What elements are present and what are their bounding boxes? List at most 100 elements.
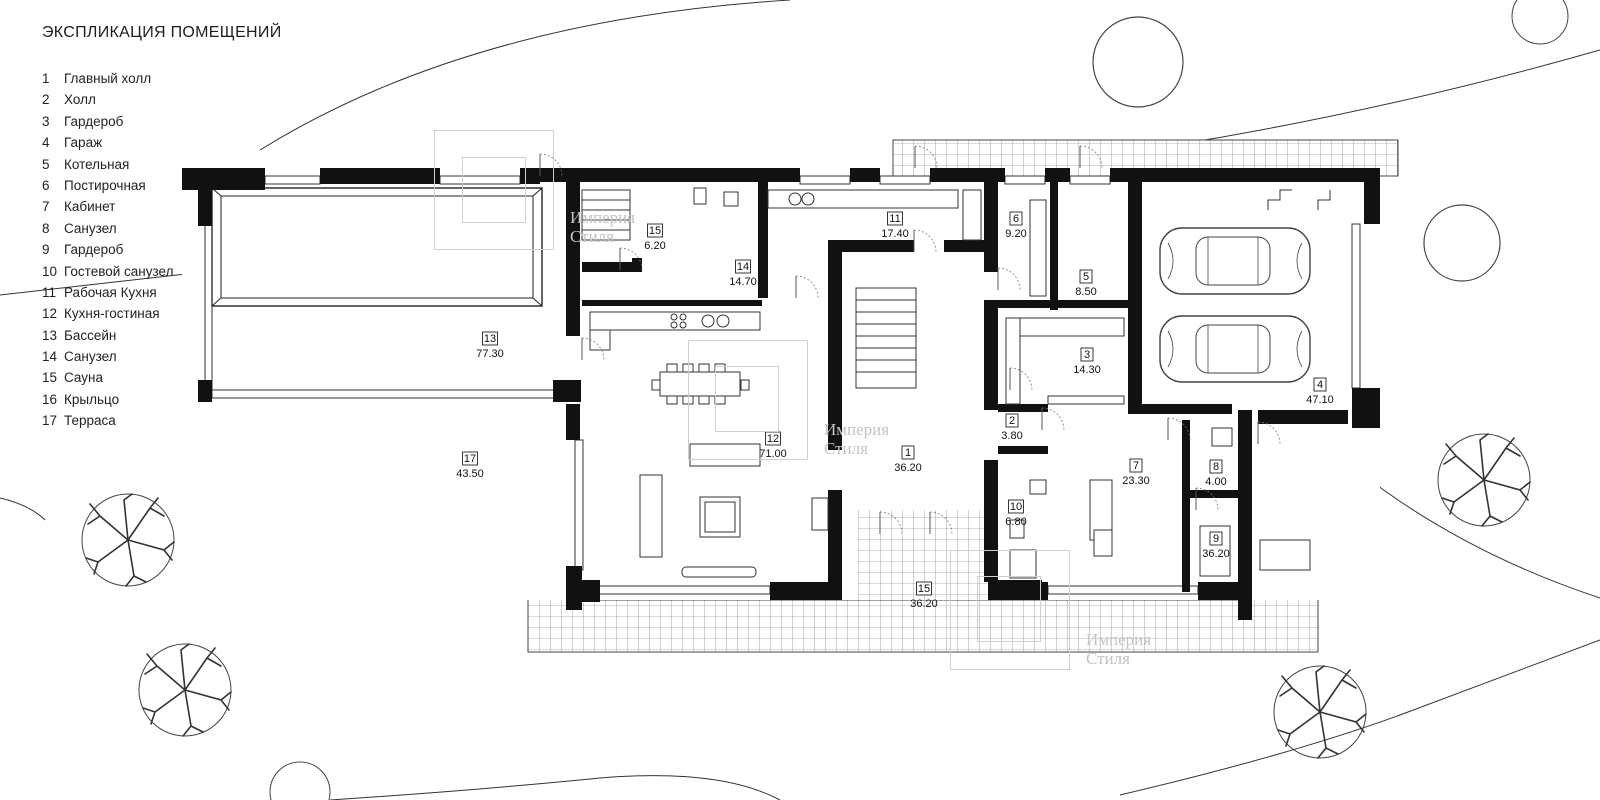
legend-item-number: 2	[42, 92, 50, 108]
room-area: 23.30	[1122, 475, 1150, 487]
room-number-box	[647, 223, 663, 238]
legend-item-name: Гардероб	[64, 242, 124, 258]
legend-item-name: Бассейн	[64, 327, 117, 343]
legend-item-name: Гостевой санузел	[64, 263, 174, 279]
legend-item: 5 Котельная	[42, 154, 282, 175]
room-number-box	[901, 445, 915, 460]
legend-item-name: Кабинет	[64, 199, 116, 215]
room-number-box	[1079, 269, 1093, 284]
room-area: 4.00	[1205, 476, 1226, 488]
legend-item-name: Санузел	[64, 349, 117, 365]
legend-item-name: Котельная	[64, 156, 130, 172]
legend-item-number: 12	[42, 306, 58, 322]
room-area: 6.20	[644, 240, 665, 252]
room-number-box	[482, 331, 498, 346]
room-number: 13	[484, 333, 496, 345]
room-area: 9.20	[1005, 228, 1026, 240]
legend-item-number: 4	[42, 135, 50, 151]
room-number-box	[1209, 531, 1223, 546]
room-area: 43.50	[456, 468, 484, 480]
tree-icon	[138, 643, 232, 737]
legend-item: 8 Санузел	[42, 218, 282, 239]
room-area: 77.30	[476, 348, 504, 360]
room-number: 7	[1133, 460, 1139, 472]
room-number: 9	[1213, 533, 1219, 545]
watermark-line: Империя	[570, 208, 636, 227]
room-area: 14.30	[1073, 364, 1101, 376]
tree-icon	[269, 761, 331, 800]
legend-item-number: 3	[42, 113, 50, 129]
room-area: 36.20	[1202, 548, 1230, 560]
room-number: 3	[1084, 349, 1090, 361]
car-icon	[1159, 227, 1311, 295]
room-number: 15	[649, 225, 661, 237]
watermark: Империя Стиля	[570, 208, 635, 246]
room-label: 58.50	[1075, 269, 1097, 298]
room-label: 156.20	[644, 223, 666, 252]
tree-icon	[81, 493, 175, 587]
watermark-frame	[434, 130, 554, 250]
room-number-box	[765, 431, 781, 446]
room-area: 36.20	[894, 462, 922, 474]
walls	[182, 168, 1380, 620]
legend-item: 3 Гардероб	[42, 111, 282, 132]
legend-item-name: Санузел	[64, 220, 117, 236]
room-number: 14	[737, 261, 749, 273]
tree-icon	[1273, 665, 1367, 759]
legend-item-name: Гардероб	[64, 113, 124, 129]
legend-item-number: 10	[42, 263, 58, 279]
tree-icon	[1092, 16, 1184, 108]
watermark-line: Стиля	[824, 439, 868, 458]
watermark-line: Стиля	[1086, 649, 1130, 668]
watermark-frame	[688, 340, 808, 460]
room-label: 136.20	[894, 445, 922, 474]
room-label: 106.80	[1005, 499, 1027, 528]
tree-icon	[1423, 204, 1501, 282]
room-number: 5	[1083, 271, 1089, 283]
legend-item-name: Сауна	[64, 370, 103, 386]
legend-item-name: Рабочая Кухня	[64, 284, 157, 300]
legend-item-number: 8	[42, 220, 50, 236]
watermark-frame	[462, 157, 526, 223]
room-area: 3.80	[1001, 430, 1022, 442]
legend-item-name: Постирочная	[64, 177, 146, 193]
legend-item: 11 Рабочая Кухня	[42, 282, 282, 303]
legend-item-name: Крыльцо	[64, 391, 120, 407]
room-number: 15	[918, 583, 930, 595]
legend-item-name: Терраса	[64, 413, 116, 429]
room-number: 10	[1010, 501, 1022, 513]
legend-item-name: Кухня-гостиная	[64, 306, 160, 322]
room-number-box	[1009, 211, 1023, 226]
legend-item-number: 17	[42, 413, 58, 429]
tree-icon	[1437, 433, 1531, 527]
room-area: 6.80	[1005, 516, 1026, 528]
room-label: 447.10	[1306, 377, 1334, 406]
legend-item-number: 5	[42, 156, 50, 172]
room-area: 8.50	[1075, 286, 1096, 298]
legend-item-number: 15	[42, 370, 58, 386]
room-number: 12	[767, 433, 779, 445]
room-label: 69.20	[1005, 211, 1027, 240]
room-number: 4	[1317, 379, 1323, 391]
room-number-box	[1005, 413, 1019, 428]
watermark-frame	[715, 366, 779, 432]
legend-item-number: 13	[42, 327, 58, 343]
room-label: 723.30	[1122, 458, 1150, 487]
legend-item-number: 9	[42, 242, 50, 258]
room-number-box	[1008, 499, 1024, 514]
legend-item: 13 Бассейн	[42, 325, 282, 346]
legend-item-number: 6	[42, 177, 50, 193]
legend-item-number: 11	[42, 284, 57, 300]
room-area: 17.40	[881, 228, 909, 240]
